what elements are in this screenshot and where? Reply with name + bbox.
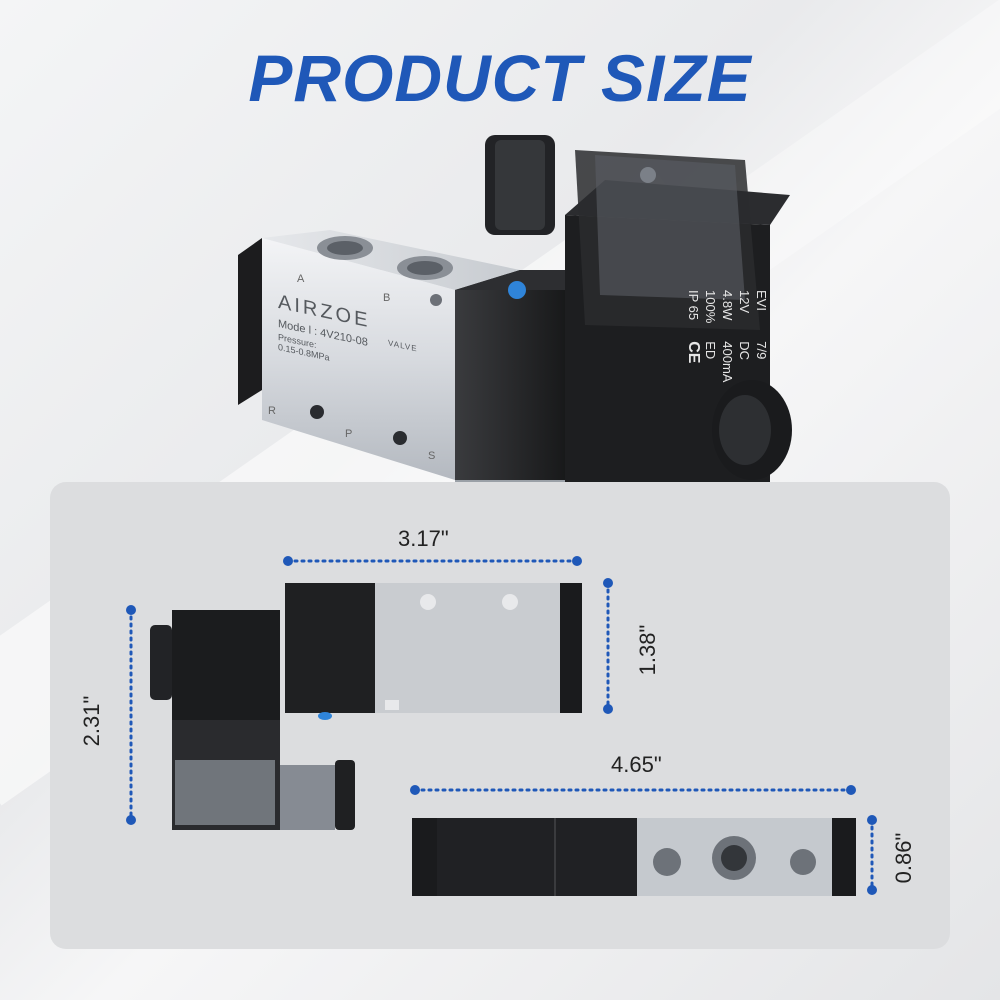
port-label-b: B bbox=[383, 292, 391, 304]
port-label-s: S bbox=[428, 450, 436, 462]
dimension-bottom-height: 0.86" bbox=[891, 832, 916, 884]
dimension-side-height: 2.31" bbox=[79, 695, 104, 747]
port-label-p: P bbox=[345, 428, 353, 440]
port-label-a: A bbox=[297, 273, 305, 285]
dimension-top-width: 3.17" bbox=[398, 526, 449, 551]
dimension-top-height: 1.38" bbox=[635, 624, 660, 676]
valve-product-image bbox=[238, 135, 792, 505]
port-label-r: R bbox=[268, 405, 276, 417]
dimension-bottom-length: 4.65" bbox=[611, 752, 662, 777]
page-title: PRODUCT SIZE bbox=[248, 41, 752, 115]
